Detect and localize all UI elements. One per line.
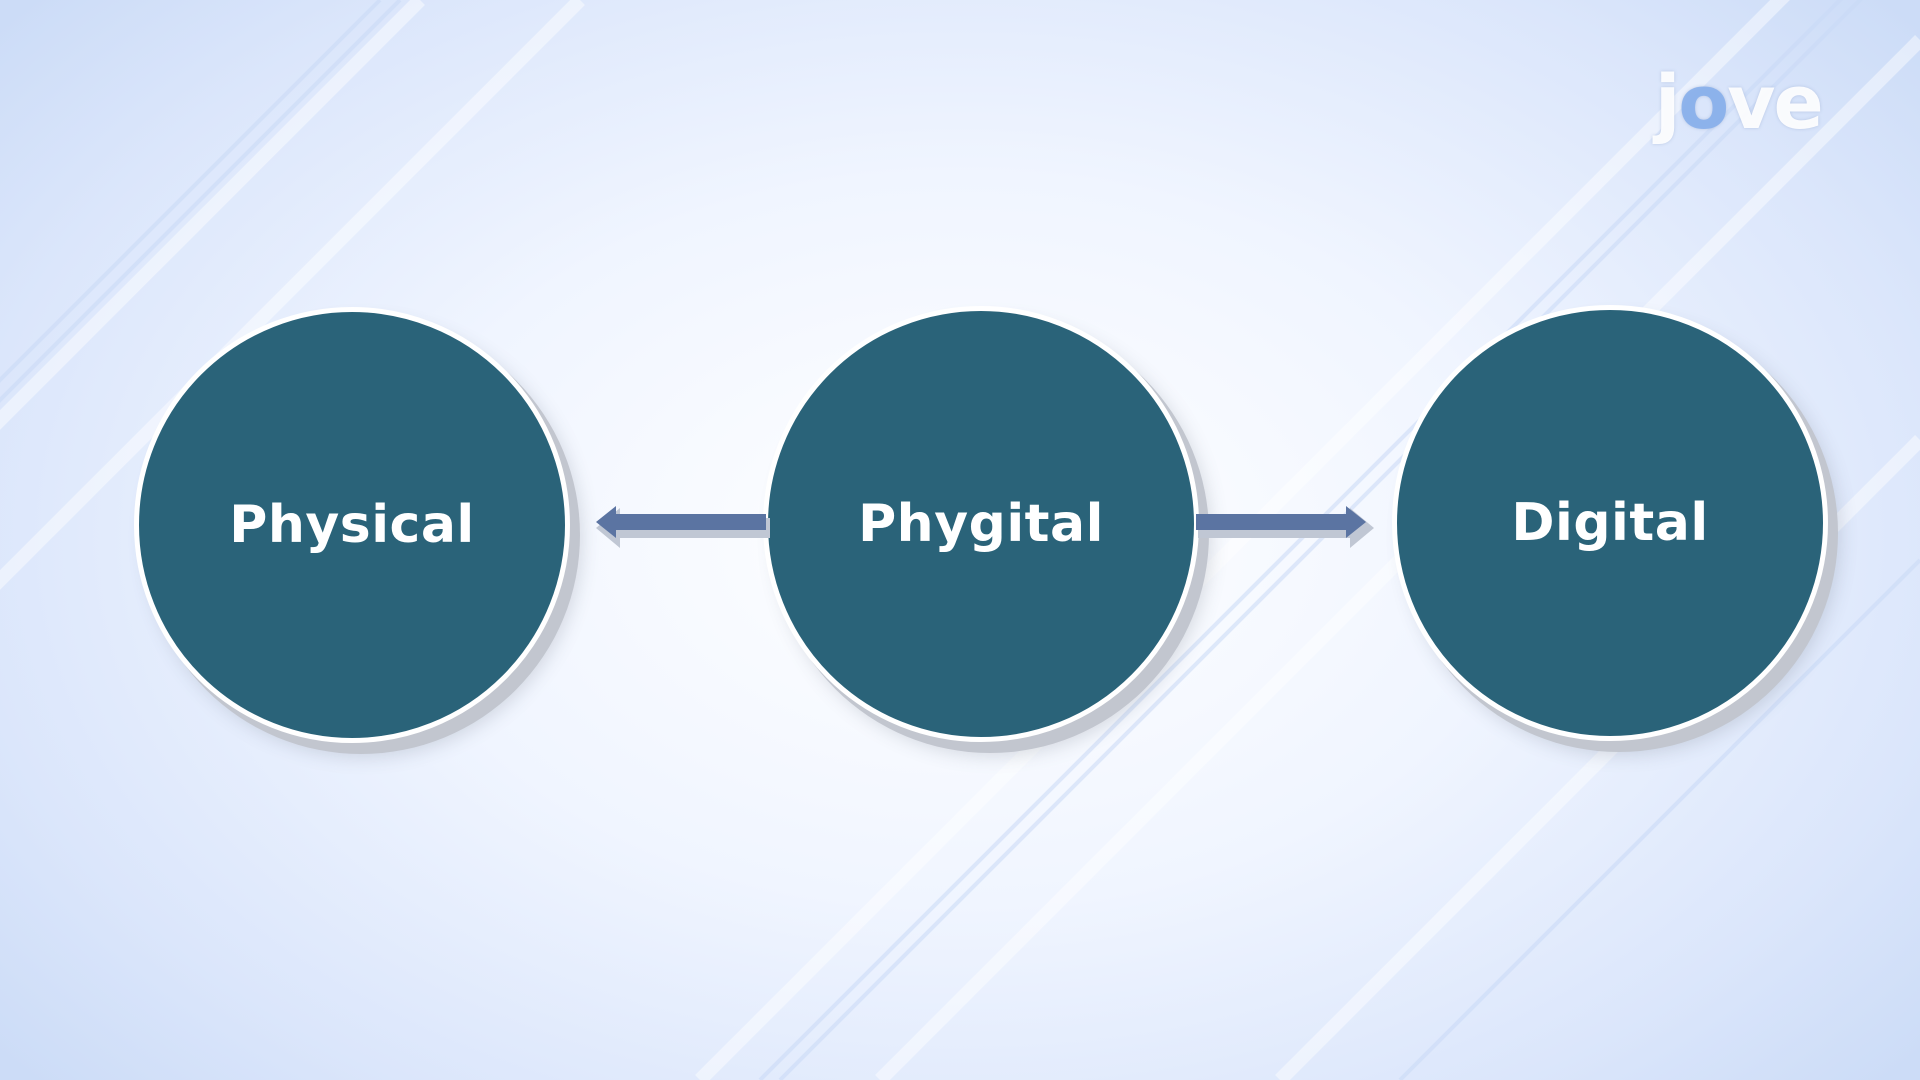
digital-label: Digital bbox=[1511, 493, 1709, 553]
arrow-left-icon bbox=[596, 506, 770, 548]
speech-bubble-icon: o bbox=[1678, 60, 1729, 146]
arrow-right-icon bbox=[1196, 506, 1374, 548]
logo-text-start: j bbox=[1655, 60, 1680, 146]
digital-node: Digital bbox=[1392, 305, 1828, 741]
jove-logo: jove bbox=[1655, 58, 1825, 148]
phygital-label: Phygital bbox=[858, 494, 1104, 554]
phygital-node: Phygital bbox=[763, 306, 1199, 742]
physical-node: Physical bbox=[134, 307, 570, 743]
logo-text-end: ve bbox=[1727, 60, 1823, 146]
physical-label: Physical bbox=[229, 495, 475, 555]
